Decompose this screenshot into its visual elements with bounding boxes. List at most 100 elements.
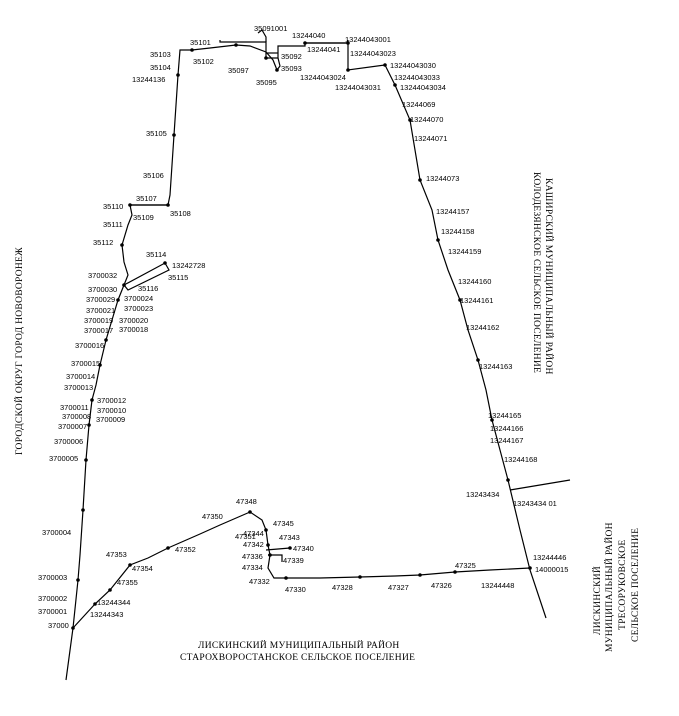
point-label: 13244043001 bbox=[345, 35, 391, 44]
south-boundary-line bbox=[286, 567, 531, 579]
point-label: 3700015 bbox=[71, 359, 100, 368]
point-label: 13244160 bbox=[458, 277, 491, 286]
point-label: 3700012 bbox=[97, 396, 126, 405]
point-label: 47340 bbox=[293, 544, 314, 553]
point-label: 3700020 bbox=[119, 316, 148, 325]
point-label: 3700018 bbox=[119, 325, 148, 334]
point-label: 35102 bbox=[193, 57, 214, 66]
point-label: 35093 bbox=[281, 64, 302, 73]
point-label: 13244069 bbox=[402, 100, 435, 109]
south-west-boundary bbox=[72, 511, 286, 629]
notch-35093 bbox=[276, 57, 281, 71]
top-right-boundary bbox=[305, 42, 396, 86]
point-label: 3700019 bbox=[84, 316, 113, 325]
point-label: 3700003 bbox=[38, 573, 67, 582]
point-label: 13244157 bbox=[436, 207, 469, 216]
point-label: 13244161 bbox=[460, 296, 493, 305]
point-label: 3700030 bbox=[88, 285, 117, 294]
point-label: 3700011 bbox=[60, 403, 89, 412]
point-label: 13243434 bbox=[466, 490, 499, 499]
point-label: 3700001 bbox=[38, 607, 67, 616]
point-label: 35115 bbox=[168, 273, 188, 282]
point-label: 47355 bbox=[117, 578, 138, 587]
point-label: 35114 bbox=[146, 250, 166, 259]
west-region-label: ГОРОДСКОЙ ОКРУГ ГОРОД НОВОВОРОНЕЖ bbox=[13, 247, 25, 455]
point-label: 13244168 bbox=[504, 455, 537, 464]
point-label: 47350 bbox=[202, 512, 223, 521]
point-label: 47344 bbox=[243, 529, 264, 538]
point-label: 3700006 bbox=[54, 437, 83, 446]
point-label: 3700023 bbox=[124, 304, 153, 313]
point-label: 13244162 bbox=[466, 323, 499, 332]
spur-47336 bbox=[268, 554, 283, 562]
point-label: 3700013 bbox=[64, 383, 93, 392]
point-label: 47332 bbox=[249, 577, 270, 586]
point-label: 14000015 bbox=[535, 565, 568, 574]
point-label: 13244071 bbox=[414, 134, 447, 143]
east-region-label-2: КОЛОДЕЗЯНСКОЕ СЕЛЬСКОЕ ПОСЕЛЕНИЕ bbox=[531, 172, 541, 373]
point-label: 47342 bbox=[243, 540, 264, 549]
point-label: 3700029 bbox=[86, 295, 115, 304]
spur-47340 bbox=[265, 547, 291, 551]
point-label: 47325 bbox=[455, 561, 476, 570]
point-label: 3700009 bbox=[96, 415, 125, 424]
point-label: 3700016 bbox=[75, 341, 104, 350]
point-label: 47352 bbox=[175, 545, 196, 554]
point-label: 3700032 bbox=[88, 271, 117, 280]
point-label: 13244344 bbox=[97, 598, 130, 607]
point-label: 35116 bbox=[138, 284, 158, 293]
point-label: 35106 bbox=[143, 171, 164, 180]
parcel-35114 bbox=[123, 262, 170, 291]
vertex-markers bbox=[71, 41, 532, 630]
west-boundary-line bbox=[65, 204, 133, 681]
point-labels: 35091001 35101 13244040 13244043001 1324… bbox=[38, 24, 568, 630]
point-label: 13244070 bbox=[410, 115, 443, 124]
point-label: 47351 bbox=[235, 532, 256, 541]
point-label: 3700014 bbox=[66, 372, 95, 381]
se-region-label-2: МУНИЦИПАЛЬНЫЙ РАЙОН bbox=[603, 522, 615, 652]
point-label: 13244136 bbox=[132, 75, 165, 84]
point-label: 47327 bbox=[388, 583, 409, 592]
south-region-label-1: ЛИСКИНСКИЙ МУНИЦИПАЛЬНЫЙ РАЙОН bbox=[198, 639, 400, 651]
point-label: 13244073 bbox=[426, 174, 459, 183]
point-label: 3700008 bbox=[62, 412, 91, 421]
east-region-label-1: КАШИРСКИЙ МУНИЦИПАЛЬНЫЙ РАЙОН bbox=[543, 178, 555, 375]
east-boundary-line bbox=[394, 84, 547, 619]
point-label: 47343 bbox=[279, 533, 300, 542]
point-label: 13244043033 bbox=[394, 73, 440, 82]
point-label: 13244167 bbox=[490, 436, 523, 445]
point-label: 37000 bbox=[48, 621, 69, 630]
point-label: 35108 bbox=[170, 209, 191, 218]
point-label: 35104 bbox=[150, 63, 171, 72]
region-labels: ГОРОДСКОЙ ОКРУГ ГОРОД НОВОВОРОНЕЖ КАШИРС… bbox=[13, 172, 641, 663]
point-label: 35109 bbox=[133, 213, 154, 222]
east-tick bbox=[509, 479, 571, 491]
point-label: 35103 bbox=[150, 50, 171, 59]
point-label: 47328 bbox=[332, 583, 353, 592]
point-label: 35107 bbox=[136, 194, 157, 203]
point-label: 13244163 bbox=[479, 362, 512, 371]
point-label: 13244165 bbox=[488, 411, 521, 420]
point-label: 13244158 bbox=[441, 227, 474, 236]
point-label: 35101 bbox=[190, 38, 211, 47]
point-label: 13244040 bbox=[292, 31, 325, 40]
point-label: 35092 bbox=[281, 52, 302, 61]
point-label: 13244448 bbox=[481, 581, 514, 590]
point-label: 47353 bbox=[106, 550, 127, 559]
point-label: 3700021 bbox=[86, 306, 115, 315]
point-label: 13244343 bbox=[90, 610, 123, 619]
point-label: 13244043031 bbox=[335, 83, 381, 92]
point-label: 3700017 bbox=[84, 326, 113, 335]
point-label: 35097 bbox=[228, 66, 249, 75]
point-label: 13243434 01 bbox=[513, 499, 557, 508]
point-label: 47354 bbox=[132, 564, 153, 573]
point-label: 13244043023 bbox=[350, 49, 396, 58]
point-label: 35112 bbox=[93, 238, 113, 247]
point-label: 13244043030 bbox=[390, 61, 436, 70]
point-label: 13244043024 bbox=[300, 73, 346, 82]
se-region-label-3: ТРЕСОРУКОВСКОЕ bbox=[618, 540, 628, 630]
point-label: 3700005 bbox=[49, 454, 78, 463]
point-label: 3700010 bbox=[97, 406, 126, 415]
point-label: 47348 bbox=[236, 497, 257, 506]
